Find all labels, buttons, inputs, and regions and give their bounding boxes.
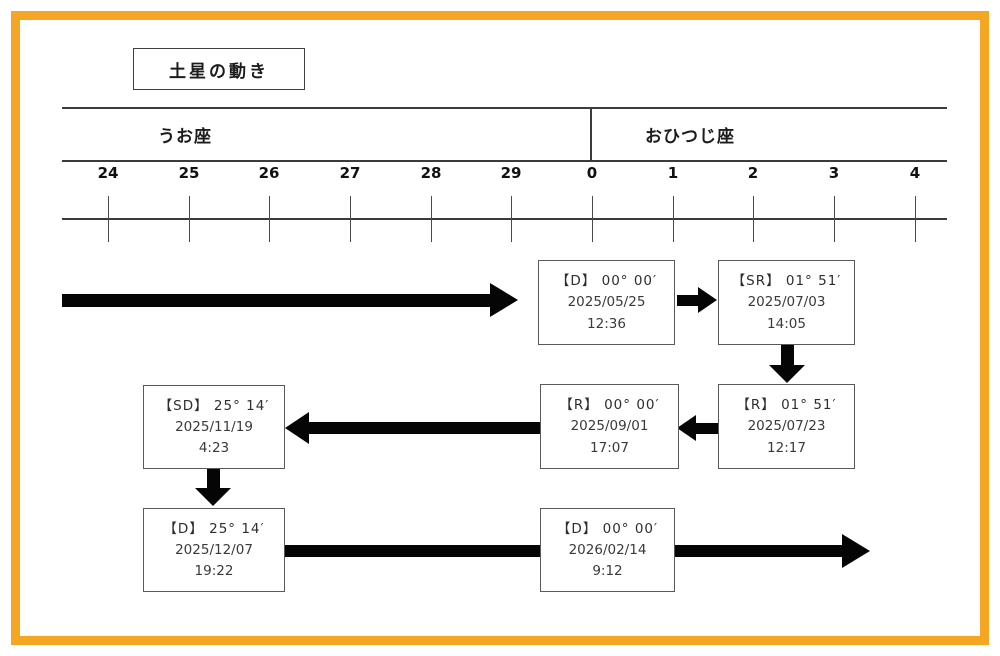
event-box-retrograde-pisces: 【R】 00° 00′ 2025/09/01 17:07 <box>540 384 679 469</box>
axis-tick-label: 25 <box>178 164 200 182</box>
event-degree: 【R】 00° 00′ <box>559 397 660 414</box>
event-degree: 【D】 00° 00′ <box>555 273 658 290</box>
event-box-direct-start: 【D】 00° 00′ 2025/05/25 12:36 <box>538 260 675 345</box>
axis-tick-label: 4 <box>909 164 921 182</box>
axis-tick-label: 2 <box>747 164 759 182</box>
zodiac-label-pisces: うお座 <box>158 126 212 147</box>
event-degree: 【D】 00° 00′ <box>556 520 659 537</box>
axis-tick-label: 24 <box>97 164 119 182</box>
arrow-r-to-sd-shaft <box>309 422 540 434</box>
event-date: 2025/07/03 <box>747 294 826 311</box>
event-date: 2026/02/14 <box>568 541 647 558</box>
diagram-title-box: 土星の動き <box>133 48 305 90</box>
event-degree: 【SD】 25° 14′ <box>158 397 270 414</box>
zodiac-label-aries: おひつじ座 <box>645 126 735 147</box>
zodiac-band-top-line <box>62 107 947 109</box>
zodiac-band-divider <box>590 107 592 160</box>
degree-axis-line <box>62 218 947 220</box>
event-box-direct-resume: 【D】 25° 14′ 2025/12/07 19:22 <box>143 508 285 592</box>
arrow-sr-to-r-shaft <box>781 344 794 365</box>
axis-tick <box>511 196 512 242</box>
arrow-sd-to-d-shaft <box>207 467 220 488</box>
axis-tick-label: 26 <box>258 164 280 182</box>
event-box-stationary-retrograde: 【SR】 01° 51′ 2025/07/03 14:05 <box>718 260 855 345</box>
zodiac-band-bottom-line <box>62 160 947 162</box>
arrow-r-to-sd-head-icon <box>285 412 309 444</box>
arrow-direct-entry-head-icon <box>490 283 518 317</box>
axis-tick-label: 0 <box>586 164 598 182</box>
event-degree: 【SR】 01° 51′ <box>731 273 842 290</box>
event-box-stationary-direct: 【SD】 25° 14′ 2025/11/19 4:23 <box>143 385 285 469</box>
event-time: 9:12 <box>592 563 623 580</box>
event-date: 2025/05/25 <box>567 294 646 311</box>
axis-tick-label: 29 <box>500 164 522 182</box>
axis-tick <box>673 196 674 242</box>
event-time: 17:07 <box>590 439 629 456</box>
axis-tick <box>189 196 190 242</box>
axis-tick-label: 28 <box>420 164 442 182</box>
arrow-r-to-r-head-icon <box>677 415 696 441</box>
axis-tick <box>269 196 270 242</box>
event-time: 12:17 <box>767 439 806 456</box>
event-time: 4:23 <box>198 440 230 457</box>
arrow-r-to-r-shaft <box>696 423 718 434</box>
event-date: 2025/07/23 <box>747 418 826 435</box>
axis-tick <box>350 196 351 242</box>
axis-tick <box>834 196 835 242</box>
axis-tick-label: 3 <box>828 164 840 182</box>
arrow-sr-to-r-head-icon <box>769 365 805 383</box>
axis-tick-label: 1 <box>667 164 679 182</box>
event-date: 2025/09/01 <box>570 418 649 435</box>
axis-tick <box>431 196 432 242</box>
axis-tick <box>592 196 593 242</box>
arrow-sd-to-d-head-icon <box>195 488 231 506</box>
event-degree: 【D】 25° 14′ <box>163 520 265 537</box>
event-time: 12:36 <box>587 315 626 332</box>
event-date: 2025/11/19 <box>175 418 253 435</box>
axis-tick <box>915 196 916 242</box>
arrow-direct-entry-shaft <box>62 294 490 307</box>
event-box-retrograde-aries: 【R】 01° 51′ 2025/07/23 12:17 <box>718 384 855 469</box>
event-box-direct-aries-return: 【D】 00° 00′ 2026/02/14 9:12 <box>540 508 675 592</box>
axis-tick <box>753 196 754 242</box>
event-degree: 【R】 01° 51′ <box>736 397 837 414</box>
event-time: 19:22 <box>194 563 234 580</box>
arrow-direct-exit-head-icon <box>842 534 870 568</box>
axis-tick-label: 27 <box>339 164 361 182</box>
event-time: 14:05 <box>767 315 806 332</box>
event-date: 2025/12/07 <box>175 541 253 558</box>
diagram-title: 土星の動き <box>169 61 269 82</box>
arrow-d-to-sr-shaft <box>677 295 700 306</box>
arrow-d-to-sr-head-icon <box>698 287 717 313</box>
axis-tick <box>108 196 109 242</box>
